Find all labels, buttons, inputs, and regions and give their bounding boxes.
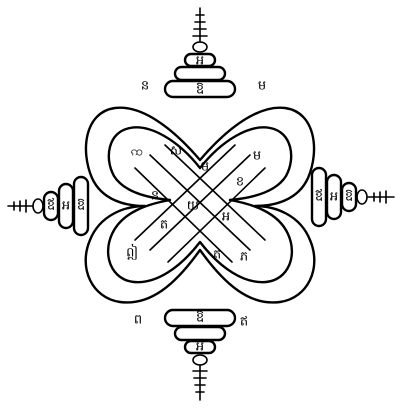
knot-glyph-bottom-right: ភ: [240, 250, 248, 265]
ornament-bottom-glyph-1: ឱ: [196, 311, 204, 326]
ornament-right-glyph-3: ឱ: [345, 190, 353, 205]
ornament-right: ឪ អ ឱ: [310, 166, 395, 228]
grid-glyph-5: អ: [222, 210, 230, 225]
grid-glyph-7: ត: [160, 218, 168, 233]
ornament-left-glyph-2: អ: [62, 199, 70, 214]
grid-glyph-4: យ: [187, 199, 199, 214]
knot-glyph-top-right: ម: [253, 149, 261, 164]
grid-glyph-8: ត: [213, 248, 221, 263]
grid-glyph-3: ន: [151, 189, 159, 204]
knot-outer-loop: [84, 106, 316, 304]
grid-glyph-6: ខ: [236, 175, 244, 190]
ornament-right-glyph-2: អ: [330, 190, 338, 205]
knot-glyph-bottom-left: ឦ: [126, 244, 138, 261]
ornament-bottom-glyph-2: អ: [196, 340, 204, 355]
ornament-bottom: ឱ អ: [163, 308, 237, 401]
ornament-left: ឪ អ ឱ: [7, 175, 90, 237]
grid-glyph-2: ម: [201, 160, 209, 175]
ornament-left-glyph-3: ឱ: [77, 199, 85, 214]
ornament-right-glyph-1: ឪ: [315, 189, 323, 205]
knot-inner-loop: [107, 126, 293, 284]
outer-glyph-top-right: ម: [258, 79, 266, 94]
grid-lines: [134, 144, 266, 263]
ornament-left-glyph-1: ឪ: [47, 198, 55, 214]
knot-glyph-top-left: ꩡ: [131, 145, 144, 160]
outer-glyph-bottom-left: ព: [134, 313, 142, 328]
ornament-top: អ ឱ: [163, 7, 237, 99]
grid-glyph-1: ស: [170, 144, 182, 159]
outer-glyph-bottom-right: ឥ: [240, 315, 248, 330]
ornament-top-glyph-1: អ: [196, 54, 204, 69]
outer-glyph-top-left: ន: [141, 79, 149, 94]
ornament-top-glyph-2: ឱ: [196, 83, 204, 98]
